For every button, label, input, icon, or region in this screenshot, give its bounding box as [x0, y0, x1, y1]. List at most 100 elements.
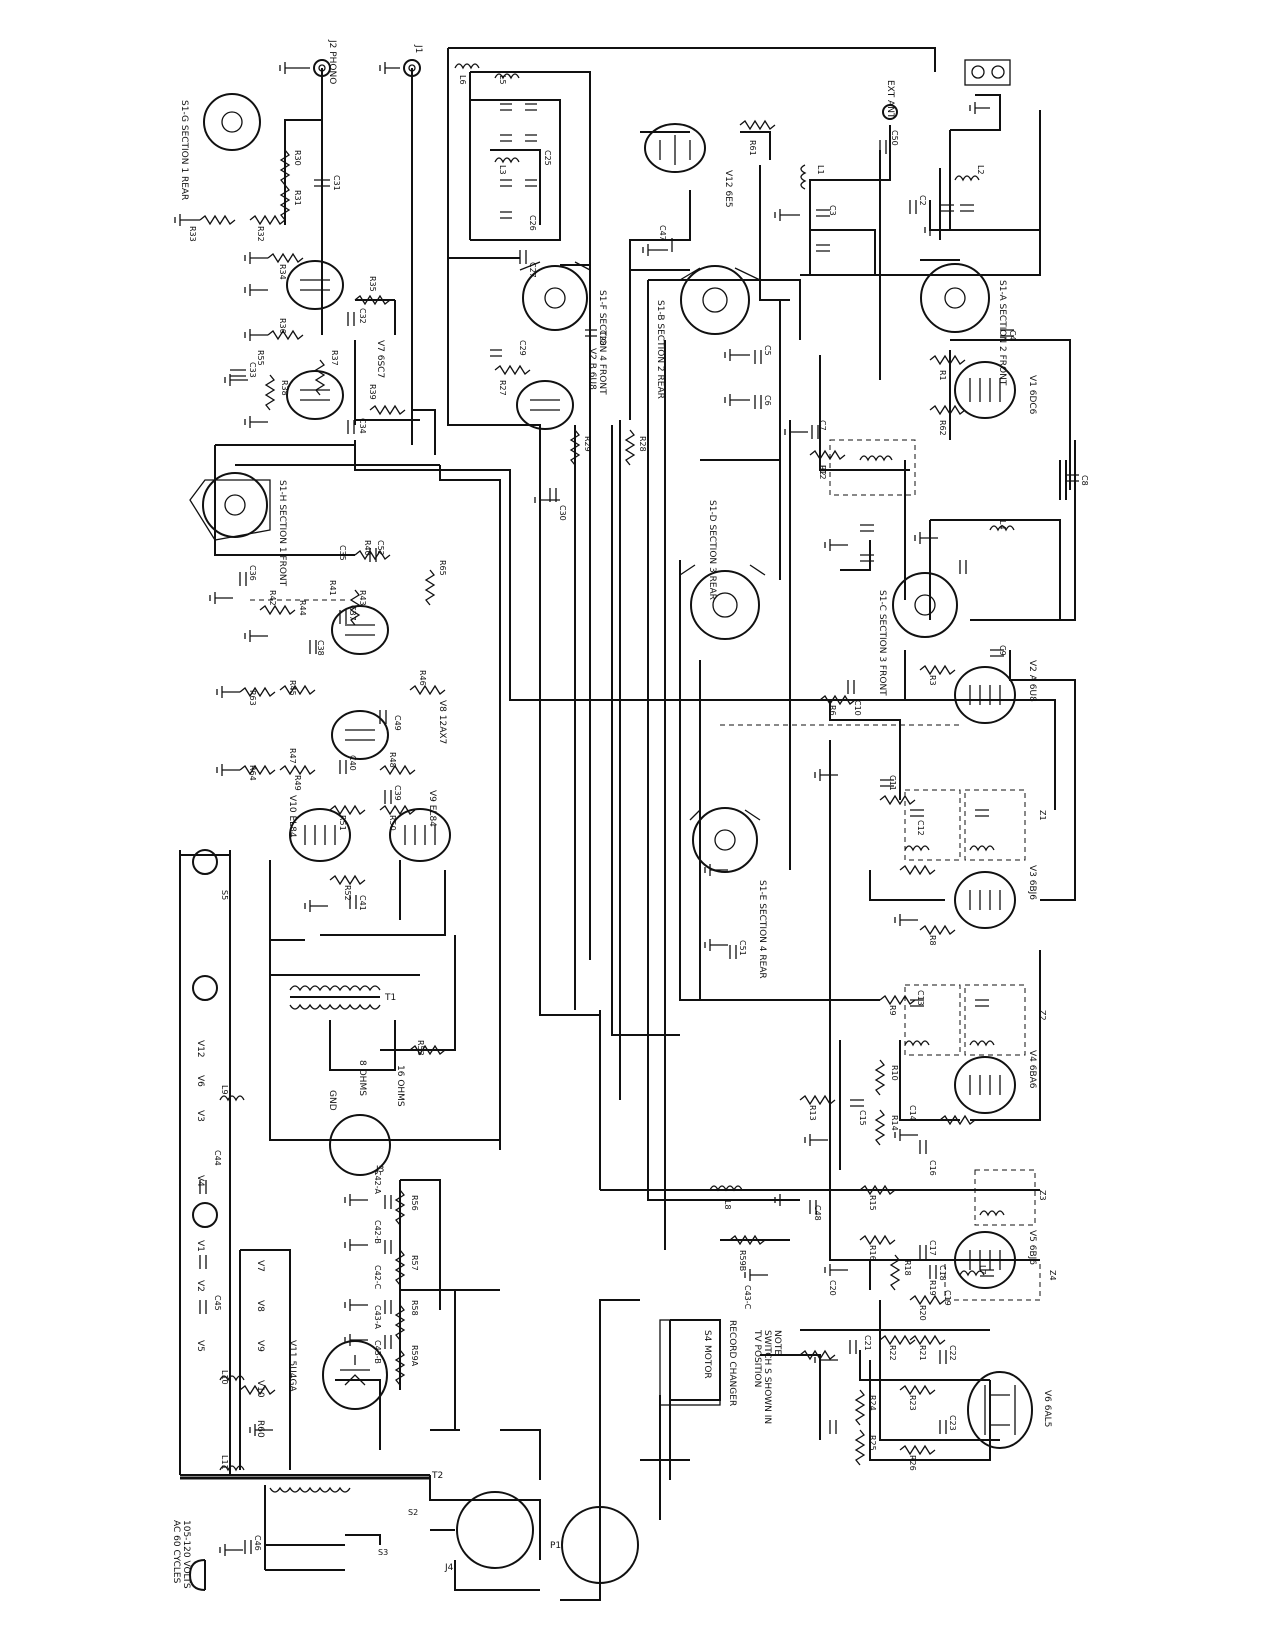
heater-label-b: R60 — [255, 1420, 265, 1438]
label-s1f: S1-F SECTION 4 FRONT — [597, 290, 607, 395]
tube-v7-top — [286, 260, 344, 310]
label-c22: C22 — [948, 1345, 957, 1361]
label-c29: C29 — [518, 340, 527, 356]
label-r3: R3 — [928, 675, 937, 686]
label-v5: V5 6BJ6 — [1027, 1230, 1037, 1265]
heater-label: V2 — [195, 1280, 205, 1292]
capacitor-symbols — [199, 103, 1079, 1554]
label-c48: C48 — [813, 1205, 822, 1221]
heater-label: V4 — [195, 1175, 205, 1187]
label-power-cycles: AC 60 CYCLES — [171, 1520, 181, 1584]
label-r30: R30 — [293, 150, 302, 166]
label-r57: R57 — [410, 1255, 419, 1271]
label-v3: V3 6BJ6 — [1027, 865, 1037, 900]
label-record-changer: RECORD CHANGER — [727, 1320, 737, 1406]
label-r53: R53 — [416, 1040, 425, 1056]
label-c39: C39 — [393, 785, 402, 801]
label-r2: R2 — [818, 465, 827, 476]
label-note-1: NOTE — [772, 1330, 782, 1355]
label-r20: R20 — [918, 1305, 927, 1321]
label-c8: C8 — [1080, 475, 1089, 486]
label-v8: V8 12AX7 — [437, 700, 447, 744]
switch-wafers — [189, 93, 990, 873]
label-c42c: C42-C — [373, 1265, 382, 1290]
heater-label: V6 — [195, 1075, 205, 1087]
tube-v3 — [954, 871, 1016, 929]
tube-v5 — [954, 1231, 1016, 1289]
label-l7: L7 — [978, 1265, 987, 1275]
switch-s1b-wafer — [680, 265, 750, 335]
label-s2: S2 — [408, 1508, 418, 1517]
label-s1c: S1-C SECTION 3 FRONT — [877, 590, 887, 696]
label-r43: R43 — [358, 590, 367, 606]
label-c15: C15 — [858, 1110, 867, 1126]
label-c19: C19 — [943, 1290, 952, 1306]
label-c28: C28 — [598, 330, 607, 346]
label-r51: R51 — [338, 815, 347, 831]
label-r27: R27 — [498, 380, 507, 396]
label-c17: C17 — [928, 1240, 937, 1256]
label-l12: L12 — [818, 465, 827, 480]
label-r36: R36 — [278, 318, 287, 334]
jack-j3 — [329, 1114, 391, 1176]
label-c30: C30 — [558, 505, 567, 521]
label-c9: C9 — [998, 645, 1007, 656]
label-c14: C14 — [908, 1105, 917, 1121]
label-s3: S3 — [378, 1548, 388, 1557]
jack-j1 — [403, 59, 421, 77]
label-c41: C41 — [358, 895, 367, 911]
label-motor: MOTOR — [702, 1345, 712, 1379]
label-r28: R28 — [638, 436, 647, 452]
inductor-labels: L1 L2 L3 L4 L5 L6 L7 L8 L9 L10 L11 L12 Z… — [220, 75, 1057, 1557]
label-c33: C33 — [248, 362, 257, 378]
label-c26: C26 — [528, 215, 537, 231]
jack-j2 — [313, 59, 331, 77]
heater-label: V12 — [195, 1040, 205, 1058]
label-r18: R18 — [903, 1260, 912, 1276]
label-s5: S5 — [220, 890, 229, 900]
label-r44: R44 — [298, 600, 307, 616]
label-c37: C37 — [348, 605, 357, 621]
tube-v4 — [954, 1056, 1016, 1114]
ground-symbols — [174, 62, 990, 1556]
label-v12: V12 6E5 — [723, 170, 733, 208]
label-c21: C21 — [863, 1335, 872, 1351]
heater-label-b: V8 — [255, 1300, 265, 1312]
label-r56: R56 — [410, 1195, 419, 1211]
label-r39: R39 — [368, 384, 377, 400]
label-r10: R10 — [890, 1065, 899, 1081]
label-l5: L5 — [498, 75, 507, 85]
label-r48: R48 — [388, 752, 397, 768]
label-r37: R37 — [330, 350, 339, 366]
label-r13: R13 — [808, 1105, 817, 1121]
jack-j4 — [456, 1491, 534, 1569]
labels: S1-G SECTION 1 REAR S1-F SECTION 4 FRONT… — [171, 39, 1052, 1589]
switch-s1h-wafer — [202, 472, 268, 538]
label-c40: C40 — [348, 755, 357, 771]
switch-s1g-wafer — [203, 93, 261, 151]
label-s1g: S1-G SECTION 1 REAR — [179, 100, 189, 200]
label-l8: L8 — [723, 1200, 732, 1210]
label-r25: R25 — [868, 1435, 877, 1451]
label-r38: R38 — [280, 380, 289, 396]
label-c46: C46 — [253, 1535, 262, 1551]
label-r61: R61 — [748, 140, 757, 156]
tube-v9 — [389, 808, 451, 862]
heater-label: V1 — [195, 1240, 205, 1252]
label-v6: V6 6AL5 — [1042, 1390, 1052, 1427]
label-c7: C7 — [818, 420, 827, 431]
tube-v11 — [322, 1340, 388, 1410]
label-r50: R50 — [388, 815, 397, 831]
tubes — [286, 123, 1033, 1449]
label-c34: C34 — [358, 418, 367, 434]
label-c31: C31 — [332, 175, 341, 191]
label-c38: C38 — [316, 640, 325, 656]
label-s4: S4 — [702, 1330, 712, 1342]
label-r21: R21 — [918, 1345, 927, 1361]
label-c5: C5 — [763, 345, 772, 356]
label-16-ohms: 16 OHMS — [395, 1065, 405, 1107]
label-r63: R63 — [248, 690, 257, 706]
label-note-2: SWITCH S SHOWN IN — [762, 1330, 772, 1424]
label-l6: L6 — [458, 75, 467, 85]
label-j3: J3 — [375, 1165, 384, 1175]
